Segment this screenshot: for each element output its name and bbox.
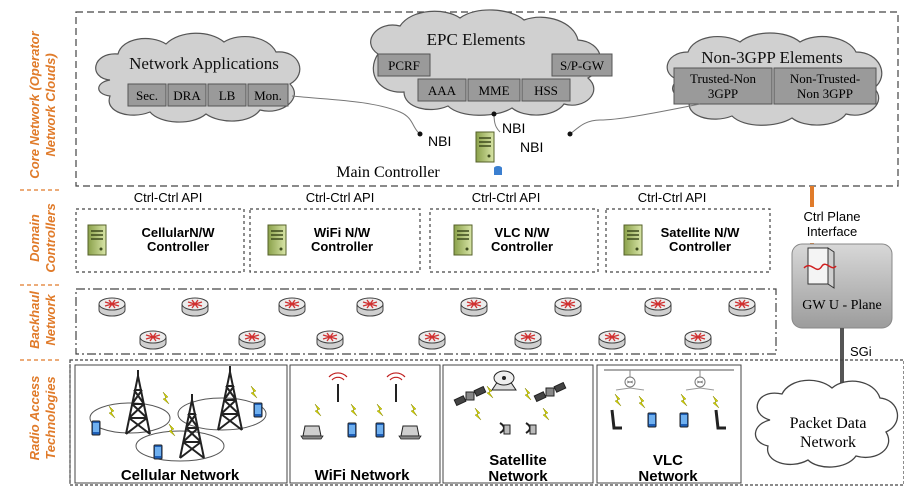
trusted-non3gpp-l1: Trusted-Non xyxy=(690,71,756,86)
cloud-packet-data-network: Packet Data Network xyxy=(754,379,899,468)
svg-text:VLC: VLC xyxy=(653,452,683,469)
epc-item-spgw: S/P-GW xyxy=(560,58,605,73)
side-dividers xyxy=(20,189,62,361)
cellular-network-panel: Cellular Network xyxy=(74,364,288,484)
untrusted-non3gpp-l1: Non-Trusted- xyxy=(790,71,860,86)
side-label-radio: Radio Access Technologies xyxy=(27,376,58,461)
svg-text:Satellite N/W: Satellite N/W xyxy=(661,225,740,240)
svg-text:Radio Access: Radio Access xyxy=(27,376,42,461)
ctrl-api-label-1: Ctrl-Ctrl API xyxy=(134,190,203,205)
svg-text:Controller: Controller xyxy=(311,239,373,254)
vlc-network-panel: VLC Network xyxy=(596,364,742,485)
satellite-network-panel: Satellite Network xyxy=(442,364,594,485)
svg-text:Technologies: Technologies xyxy=(43,376,58,459)
wifi-router-icon xyxy=(328,372,348,402)
ctrl-api-label-3: Ctrl-Ctrl API xyxy=(472,190,541,205)
svg-text:Network Applications: Network Applications xyxy=(129,54,279,73)
svg-text:Backhaul: Backhaul xyxy=(27,291,42,349)
svg-text:Network Clouds): Network Clouds) xyxy=(43,53,58,156)
ctrl-api-label-4: Ctrl-Ctrl API xyxy=(638,190,707,205)
svg-text:Network: Network xyxy=(800,434,856,451)
epc-item-aaa: AAA xyxy=(428,83,457,98)
side-label-backhaul: Backhaul Network xyxy=(27,291,58,349)
domain-controller-satellite: Satellite N/W Controller xyxy=(605,208,771,273)
epc-item-pcrf: PCRF xyxy=(388,58,420,73)
trusted-non3gpp-l2: 3GPP xyxy=(708,86,738,101)
app-item-lb: LB xyxy=(219,88,236,103)
domain-controller-vlc: VLC N/W Controller xyxy=(429,208,599,273)
main-controller-label: Main Controller xyxy=(336,164,440,181)
svg-text:Domain: Domain xyxy=(27,214,42,262)
sgi-label: SGi xyxy=(850,344,872,359)
ctrl-plane-label-l1: Ctrl Plane xyxy=(803,209,860,224)
backhaul-network-box xyxy=(75,288,777,355)
epc-item-hss: HSS xyxy=(534,83,558,98)
nbi-label-left: NBI xyxy=(428,133,451,149)
cloud-non3gpp-elements: Non-3GPP Elements Trusted-Non 3GPP Non-T… xyxy=(666,32,883,126)
svg-text:VLC N/W: VLC N/W xyxy=(495,225,551,240)
ground-station-icon xyxy=(491,370,517,391)
svg-text:Network: Network xyxy=(488,468,548,485)
svg-text:Non-3GPP Elements: Non-3GPP Elements xyxy=(701,48,843,67)
ctrl-api-label-2: Ctrl-Ctrl API xyxy=(306,190,375,205)
svg-text:Cellular Network: Cellular Network xyxy=(121,467,240,484)
gw-switch-icon xyxy=(803,247,837,289)
svg-text:WiFi N/W: WiFi N/W xyxy=(314,225,371,240)
side-label-domain: Domain Controllers xyxy=(27,203,58,272)
svg-text:CellularN/W: CellularN/W xyxy=(142,225,216,240)
svg-text:Packet Data: Packet Data xyxy=(790,415,867,432)
nbi-label-right: NBI xyxy=(520,139,543,155)
svg-text:GW U - Plane: GW U - Plane xyxy=(802,298,881,313)
backhaul-routers xyxy=(98,297,756,350)
svg-text:EPC Elements: EPC Elements xyxy=(427,30,526,49)
svg-text:Controller: Controller xyxy=(491,239,553,254)
svg-text:Network: Network xyxy=(43,294,58,346)
svg-text:Controller: Controller xyxy=(669,239,731,254)
app-item-dra: DRA xyxy=(173,88,201,103)
wifi-network-panel: WiFi Network xyxy=(289,364,441,484)
app-item-mon: Mon. xyxy=(254,88,282,103)
cloud-epc-elements: EPC Elements PCRF S/P-GW AAA MME HSS xyxy=(370,9,613,116)
domain-controller-wifi: WiFi N/W Controller xyxy=(249,208,421,273)
side-label-core: Core Network (Operator Network Clouds) xyxy=(27,30,58,178)
app-item-sec: Sec. xyxy=(136,88,158,103)
main-controller-server-icon xyxy=(475,131,502,175)
nbi-label-top: NBI xyxy=(502,120,525,136)
svg-text:Satellite: Satellite xyxy=(489,452,547,469)
epc-item-mme: MME xyxy=(478,83,509,98)
wifi-router-icon xyxy=(386,372,406,402)
svg-text:Core Network (Operator: Core Network (Operator xyxy=(27,30,42,178)
cloud-network-applications: Network Applications Sec. DRA LB Mon. xyxy=(95,32,301,123)
domain-controller-cellular: CellularN/W Controller xyxy=(75,208,245,273)
gw-u-plane: GW U - Plane xyxy=(791,243,893,329)
svg-text:WiFi Network: WiFi Network xyxy=(315,467,411,484)
ctrl-plane-label-l2: Interface xyxy=(807,224,858,239)
untrusted-non3gpp-l2: Non 3GPP xyxy=(797,86,853,101)
svg-text:Controllers: Controllers xyxy=(43,203,58,272)
svg-text:Controller: Controller xyxy=(147,239,209,254)
svg-text:Network: Network xyxy=(638,468,698,485)
